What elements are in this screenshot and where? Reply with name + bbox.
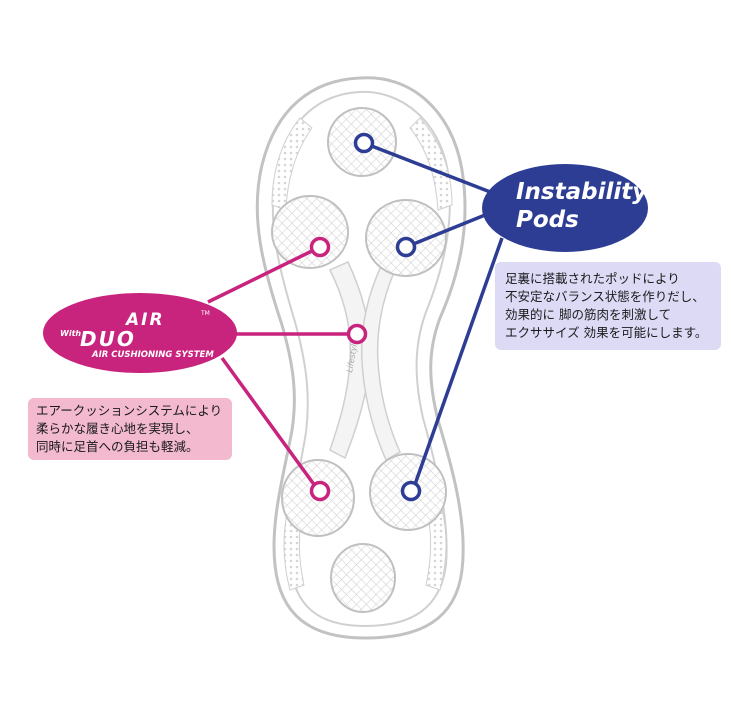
- pod-marker-toe: [353, 132, 375, 154]
- air-marker-heel: [309, 480, 331, 502]
- duo-air-trademark: TM: [201, 310, 210, 317]
- instability-pods-title: Instability Pods: [516, 179, 648, 233]
- description-line: 柔らかな履き心地を実現し、: [36, 421, 199, 436]
- duo-air-duo-text: DUO: [80, 327, 136, 351]
- air-marker-midfoot: [346, 323, 368, 345]
- description-line: 効果的に 脚の筋肉を刺激して: [505, 307, 672, 322]
- pod-marker-heel: [400, 480, 422, 502]
- pod-heel-back: [330, 543, 396, 613]
- description-line: 足裏に搭載されたポッドにより: [505, 271, 680, 286]
- duo-air-badge: [43, 293, 237, 373]
- pod-marker-forefoot: [395, 236, 417, 258]
- air-marker-forefoot: [309, 236, 331, 258]
- description-line: 同時に足首への負担も軽減。: [36, 439, 199, 454]
- pod-forefoot-left: [271, 195, 349, 269]
- duo-air-with-text: With: [60, 329, 82, 338]
- description-line: エクササイズ 効果を可能にします。: [505, 325, 708, 340]
- duo-air-air-text: AIR: [126, 310, 165, 330]
- instability-pods-description: 足裏に搭載されたポッドにより 不安定なバランス状態を作りだし、 効果的に 脚の筋…: [495, 262, 721, 350]
- description-line: エアークッションシステムにより: [36, 403, 223, 418]
- instability-pods-badge: [482, 164, 648, 252]
- duo-air-system-text: AIR CUSHIONING SYSTEM: [92, 350, 214, 360]
- description-line: 不安定なバランス状態を作りだし、: [505, 289, 705, 304]
- duo-air-description: エアークッションシステムにより 柔らかな履き心地を実現し、 同時に足首への負担も…: [28, 398, 232, 460]
